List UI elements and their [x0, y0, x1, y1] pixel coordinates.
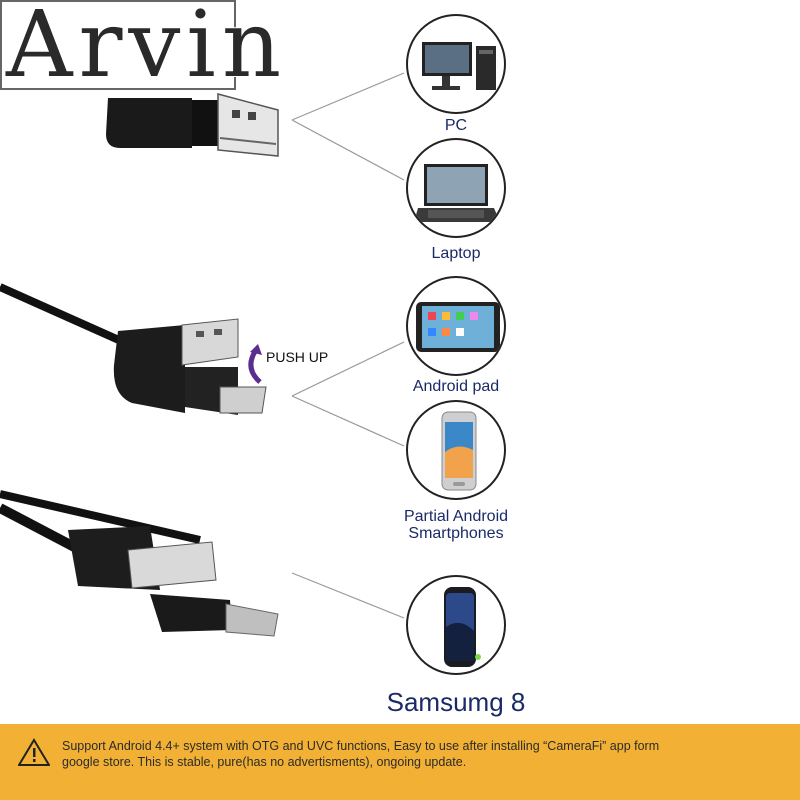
- warning-icon: [18, 738, 50, 766]
- laptop-device-circle: [406, 138, 506, 238]
- notice-banner: Support Android 4.4+ system with OTG and…: [0, 724, 800, 800]
- push-up-label: PUSH UP: [266, 349, 329, 365]
- desktop-pc-icon: [422, 42, 496, 90]
- brand-logo: Arvin: [0, 0, 288, 98]
- tablet-icon: [416, 302, 500, 352]
- pc-label: PC: [444, 117, 468, 134]
- brand-logo-text: Arvin: [6, 0, 288, 98]
- usb-a-connector-image: [106, 93, 279, 157]
- samsung-label: Samsumg 8: [386, 687, 526, 717]
- laptop-icon: [414, 164, 500, 222]
- samsung-device-circle: [406, 575, 506, 675]
- smartphones-label-line-1: Partial Android: [403, 508, 509, 525]
- smartphones-label: Partial Android Smartphones: [376, 508, 536, 542]
- samsung-phone-icon: [444, 587, 481, 667]
- android-pad-label: Android pad: [412, 378, 500, 395]
- laptop-label: Laptop: [431, 245, 481, 262]
- micro-usb-connector-image: [0, 283, 267, 415]
- pc-device-circle: [406, 14, 506, 114]
- smartphone-icon: [441, 411, 477, 491]
- smartphones-label-line-2: Smartphones: [408, 525, 504, 542]
- push-up-arrow-icon: [248, 344, 262, 384]
- usb-c-connector-image: [0, 490, 279, 637]
- smartphone-device-circle: [406, 400, 506, 500]
- notice-text: Support Android 4.4+ system with OTG and…: [62, 739, 660, 769]
- android-pad-device-circle: [406, 276, 506, 376]
